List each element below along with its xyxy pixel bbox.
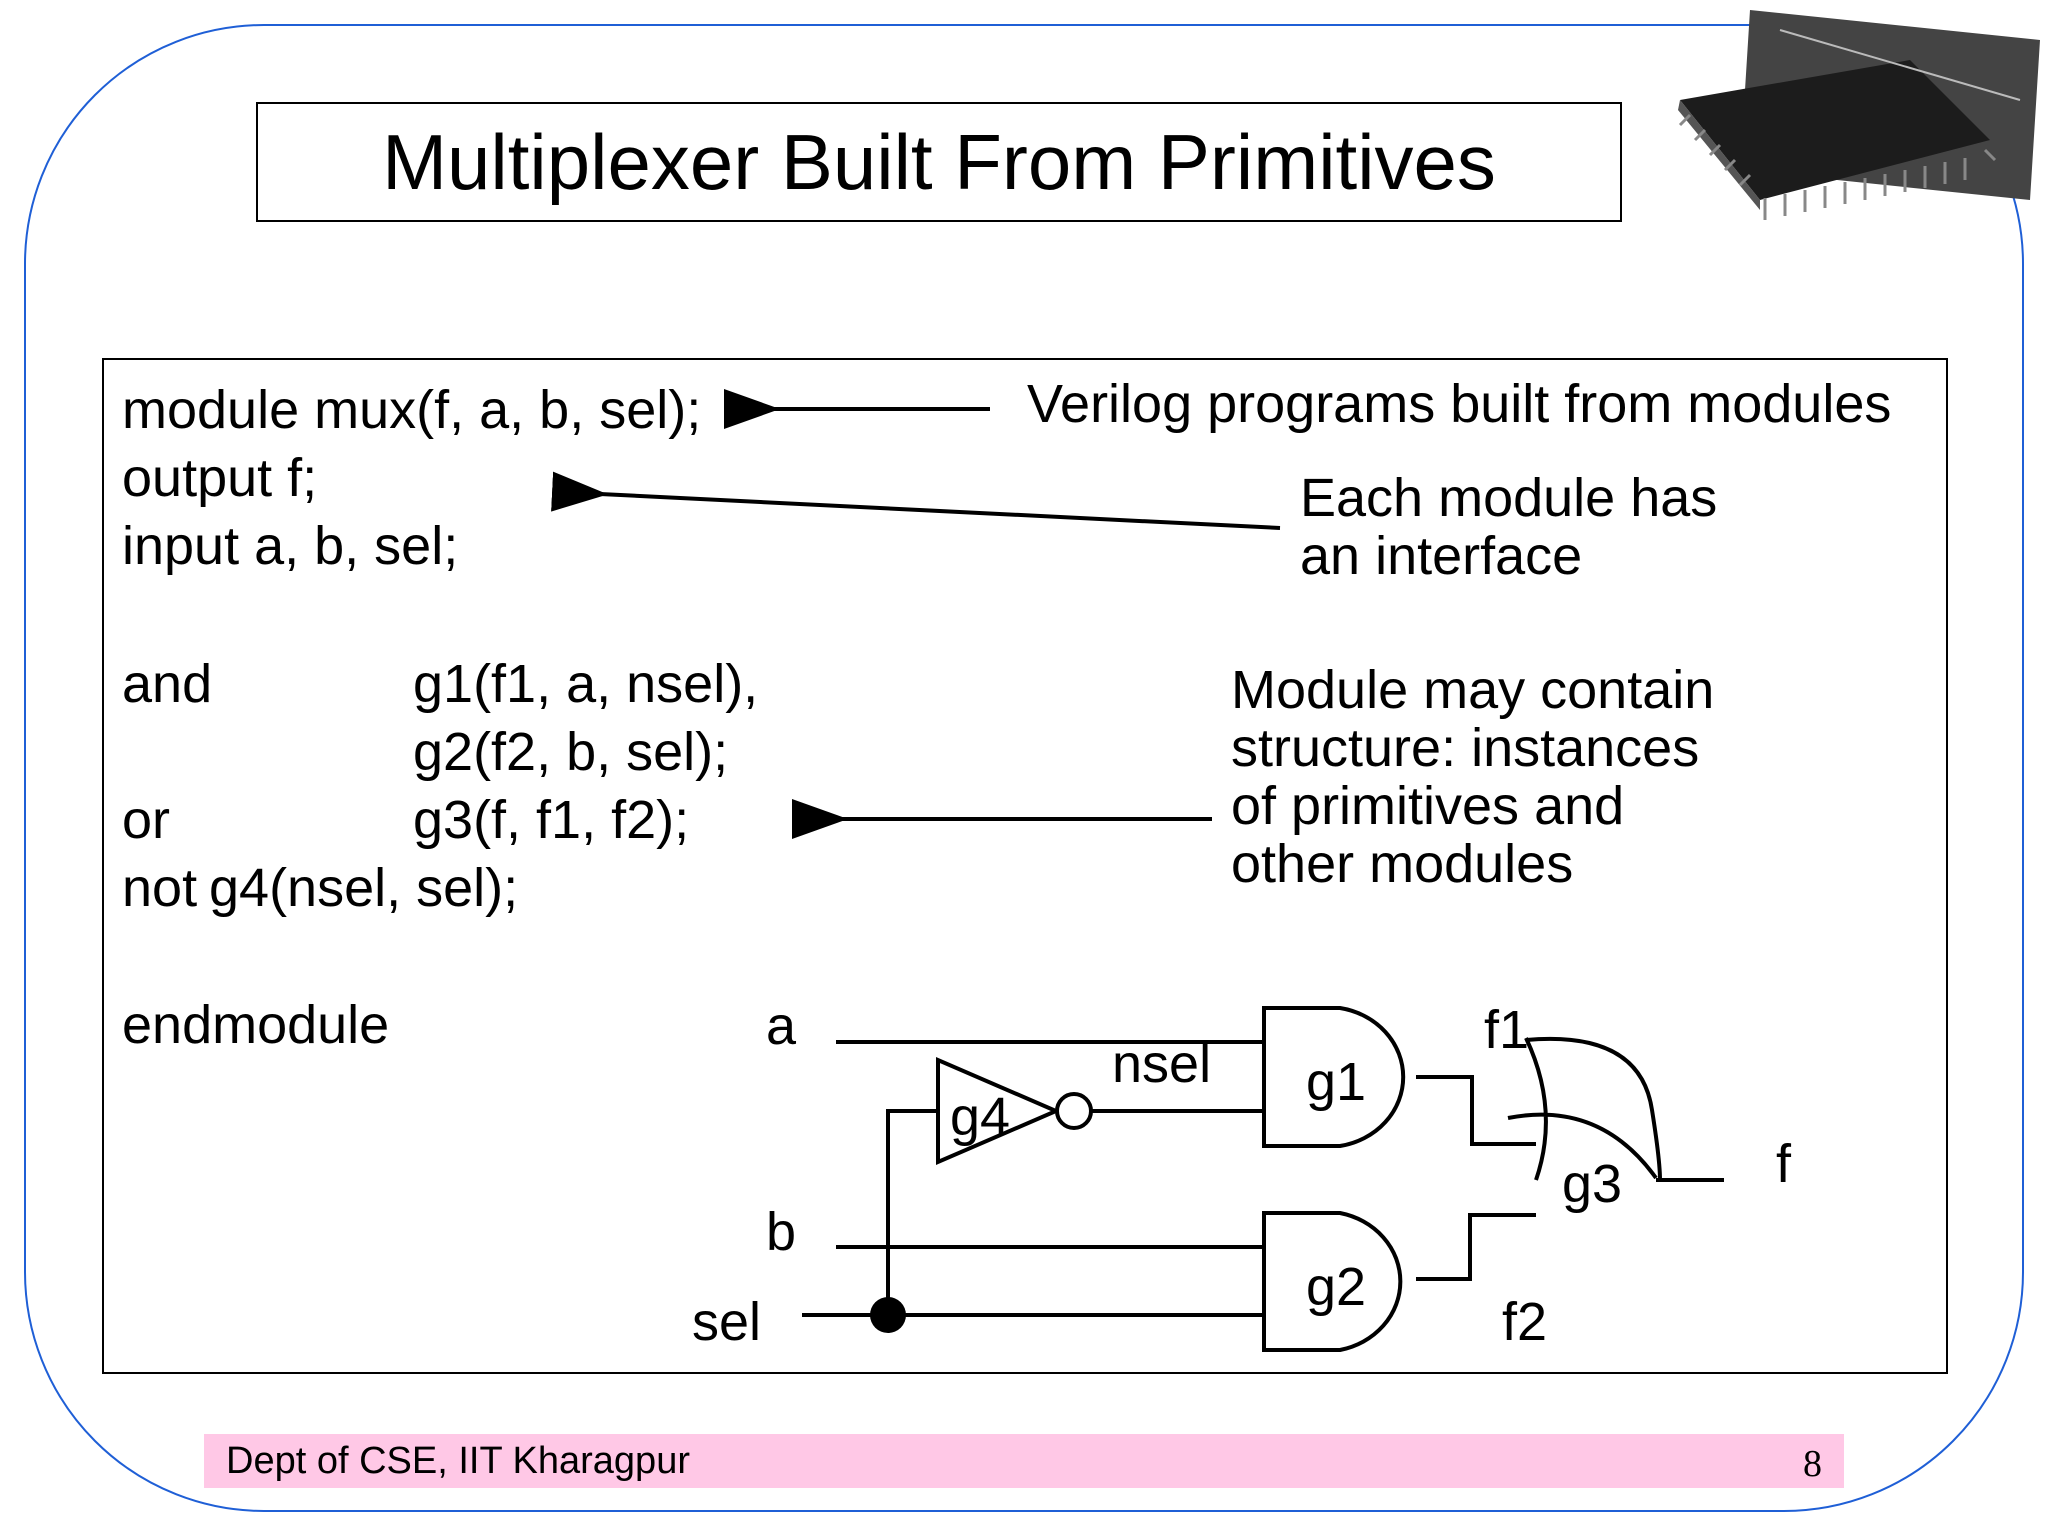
code-or-g3: g3(f, f1, f2); <box>413 790 690 850</box>
slide-title: Multiplexer Built From Primitives <box>382 117 1496 206</box>
code-line-module: module mux(f, a, b, sel); <box>122 380 702 440</box>
note-structure-line3: of primitives and <box>1231 776 1625 836</box>
footer-bar: Dept of CSE, IIT Kharagpur 8 <box>204 1434 1844 1488</box>
footer-org: Dept of CSE, IIT Kharagpur <box>226 1440 690 1482</box>
note-interface-line2: an interface <box>1300 526 1583 586</box>
title-box: Multiplexer Built From Primitives <box>256 102 1622 222</box>
code-and-g2: g2(f2, b, sel); <box>413 722 729 782</box>
note-structure-line4: other modules <box>1231 834 1574 894</box>
code-keyword-and: and <box>122 654 213 714</box>
note-interface-line1: Each module has <box>1300 468 1718 528</box>
chip-icon <box>1678 10 2040 220</box>
code-line-input: input a, b, sel; <box>122 516 459 576</box>
code-keyword-not: not <box>122 858 198 918</box>
note-modules: Verilog programs built from modules <box>1027 374 1892 434</box>
page-number: 8 <box>1803 1443 1822 1485</box>
code-and-g1: g1(f1, a, nsel), <box>413 654 759 714</box>
code-not-g4: g4(nsel, sel); <box>209 858 519 918</box>
note-structure-line2: structure: instances <box>1231 718 1700 778</box>
code-keyword-or: or <box>122 790 171 850</box>
code-line-output: output f; <box>122 448 318 508</box>
slide-frame <box>24 24 2024 1512</box>
code-endmodule: endmodule <box>122 995 390 1055</box>
note-structure-line1: Module may contain <box>1231 660 1715 720</box>
